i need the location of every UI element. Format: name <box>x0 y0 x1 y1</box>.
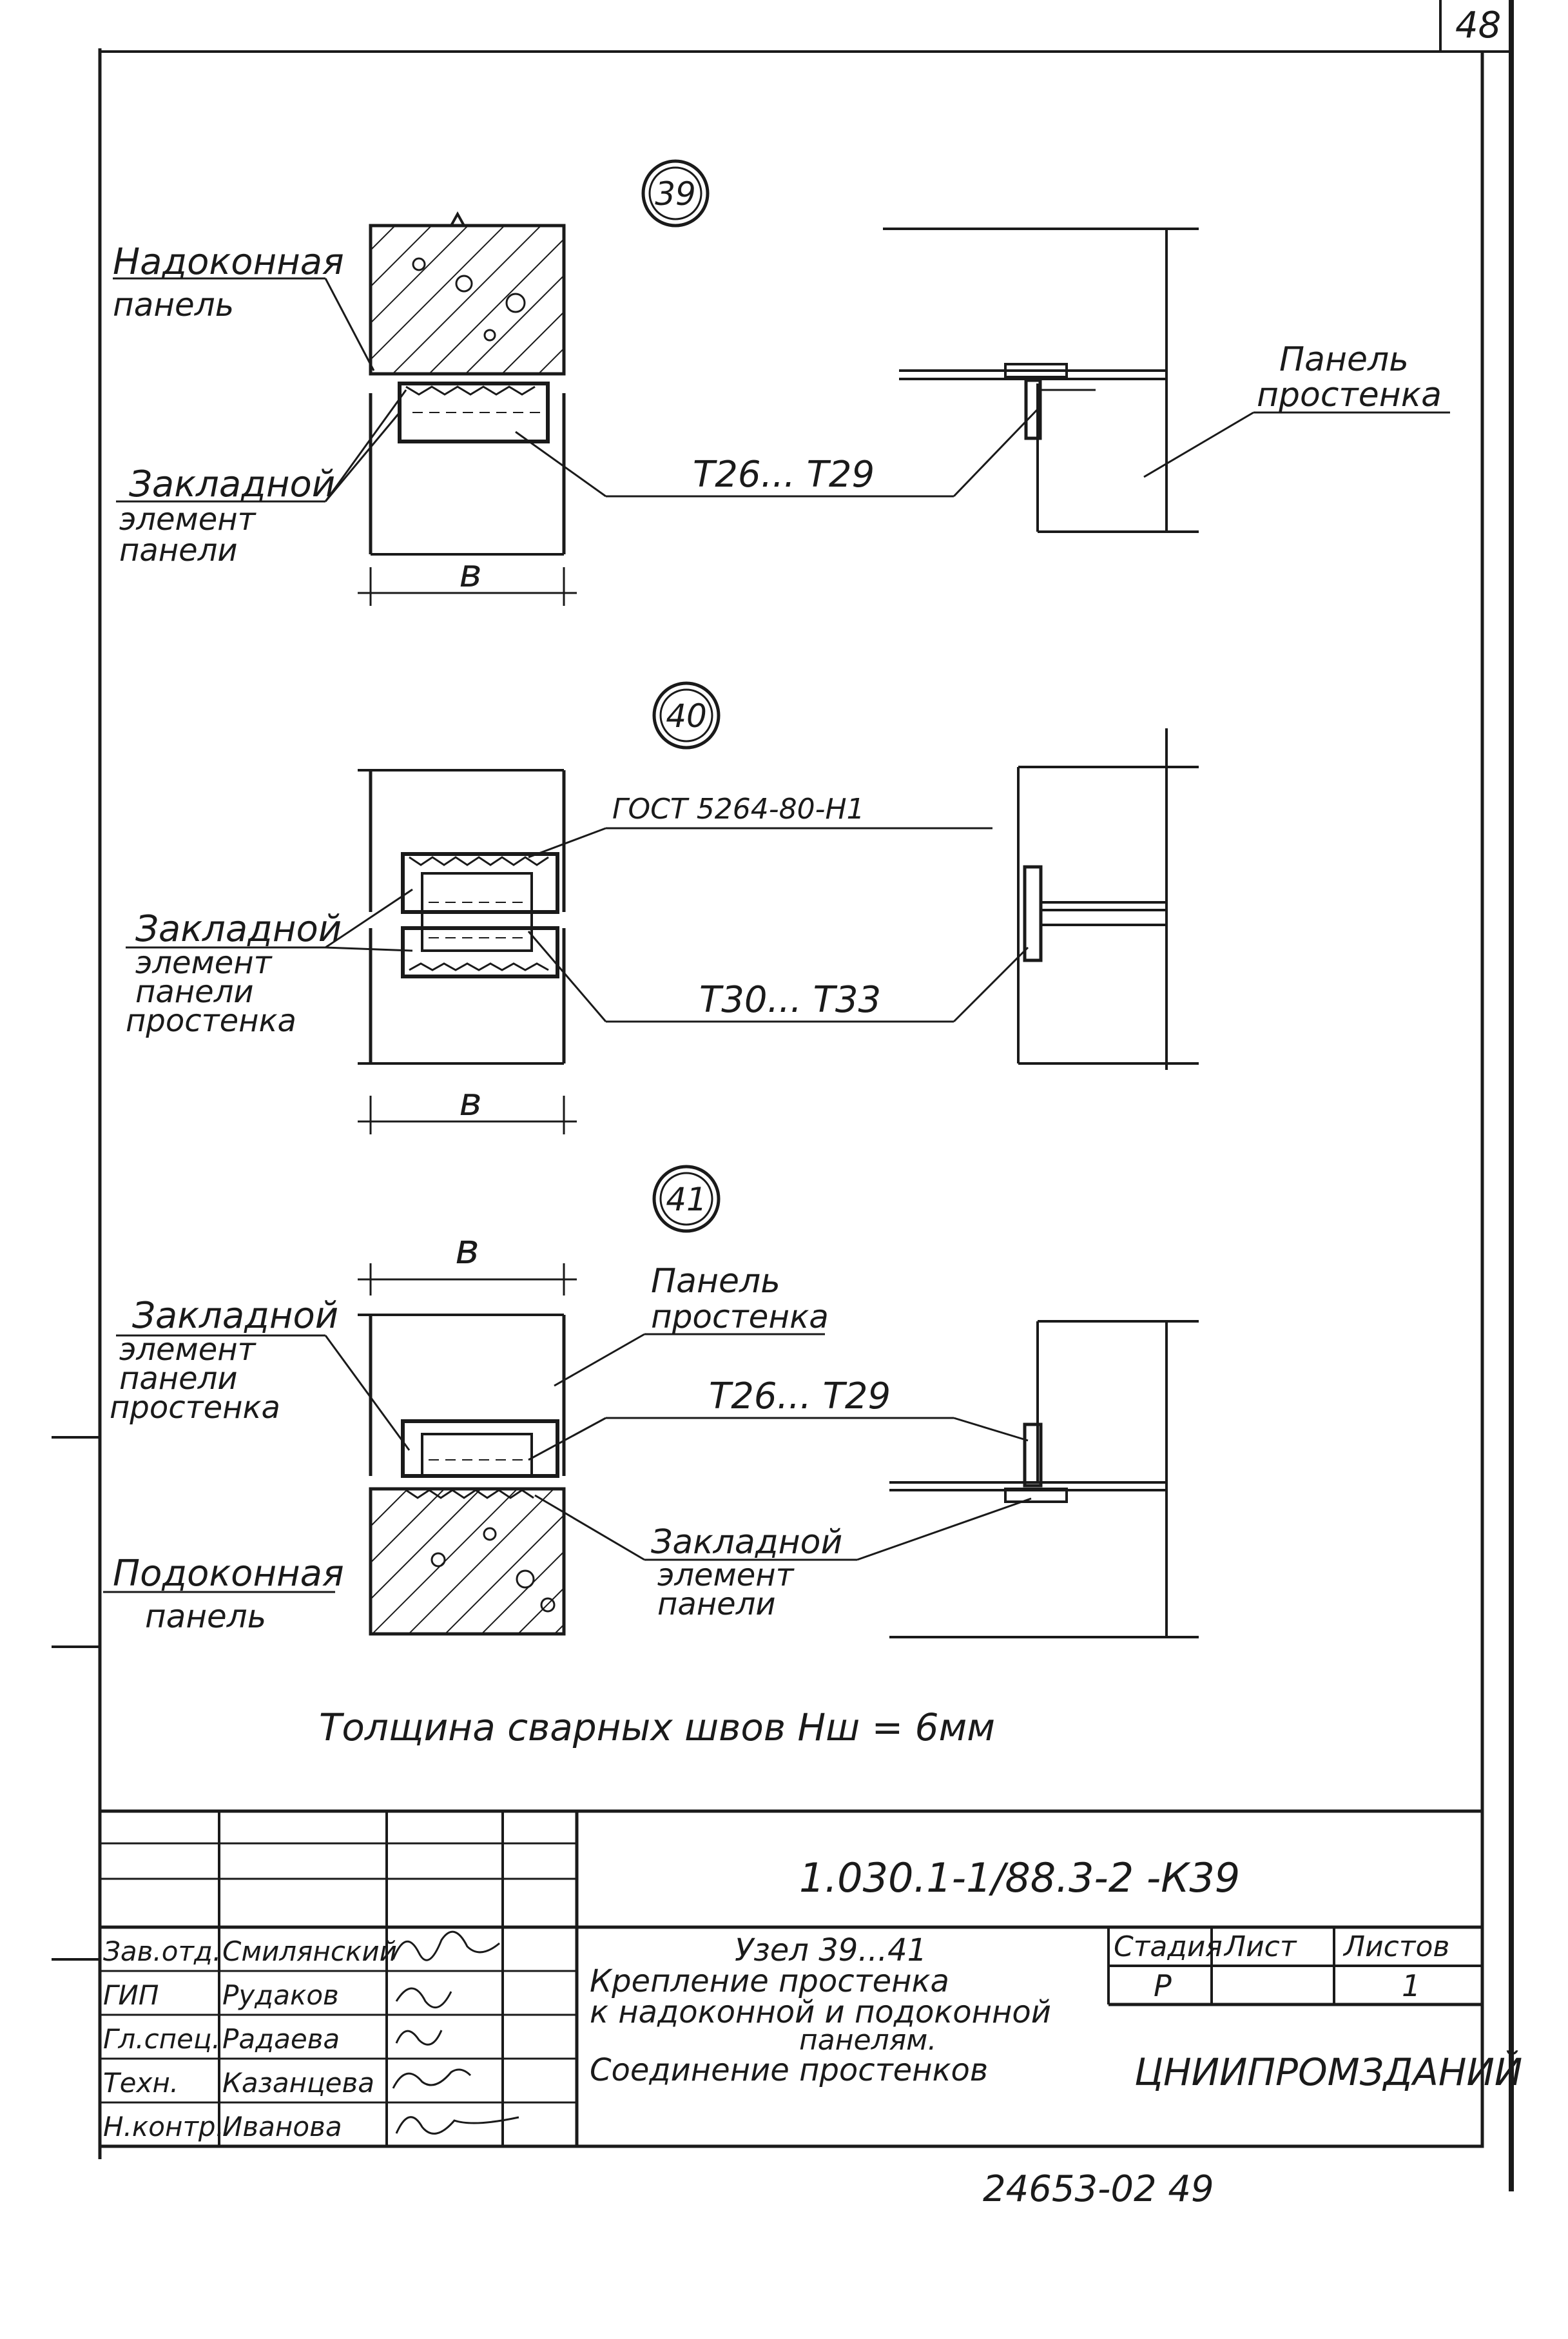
detail-41-label-pier-line1: Панель <box>651 1262 780 1301</box>
page-number: 48 <box>1455 5 1501 46</box>
detail-40-label-embedded-line2: элемент <box>135 945 273 981</box>
detail-40-embedded-lower <box>401 926 559 978</box>
detail-40-label-embedded-line1: Закладной <box>135 908 342 950</box>
role-technician: Техн. <box>103 2067 179 2099</box>
detail-39-label-upper-line2: панель <box>113 286 234 324</box>
organization: ЦНИИПРОМЗДАНИЙ <box>1134 2050 1522 2094</box>
sheets-header: Листов <box>1342 1930 1449 1963</box>
detail-40-marks: Т30... Т33 <box>699 979 881 1021</box>
name-4: Казанцева <box>222 2067 374 2099</box>
detail-41-label-lower-line2: панель <box>145 1598 266 1635</box>
detail-41-label-embedded-line2: элемент <box>657 1557 795 1593</box>
detail-39-marks: Т26... Т29 <box>693 454 875 496</box>
detail-41-label-lower-line1: Подоконная <box>113 1553 344 1595</box>
title-line-2: Крепление простенка <box>590 1963 949 1999</box>
weld-thickness-note: Толщина сварных швов Нш = 6мм <box>319 1705 995 1749</box>
detail-39-label-embedded-line3: панели <box>119 532 238 568</box>
detail-40-embedded-upper <box>401 852 559 914</box>
detail-41-dimension: в <box>455 1226 479 1274</box>
detail-41-label-embedded-pier-line2: элемент <box>119 1332 257 1368</box>
title-line-4: панелям. <box>799 2024 936 2057</box>
stage-header: Стадия <box>1114 1930 1223 1963</box>
detail-41-label-embedded-pier-line4: простенка <box>110 1390 280 1426</box>
name-3: Радаева <box>222 2023 340 2055</box>
title-line-5: Соединение простенков <box>590 2052 988 2088</box>
detail-39: 39 в Надоконная панель Закладной элемент… <box>113 159 1450 606</box>
title-block-names: Смилянский Рудаков Радаева Казанцева Ива… <box>222 1936 397 2142</box>
title-block <box>98 1809 1484 2148</box>
title-line-1: Узел 39...41 <box>735 1932 927 1968</box>
detail-39-label-upper-line1: Надоконная <box>113 241 344 283</box>
detail-40: 40 в ГОСТ 5264-80-Н1 Закладной элемент п… <box>126 681 1199 1134</box>
role-chief-specialist: Гл.спец. <box>103 2023 220 2055</box>
detail-40-label-embedded-line3: панели <box>135 974 254 1010</box>
detail-41-number: 41 <box>666 1181 707 1218</box>
title-block-roles: Зав.отд. ГИП Гл.спец. Техн. Н.контр. <box>103 1936 224 2142</box>
stage-value: Р <box>1154 1968 1172 2003</box>
detail-39-label-embedded-line2: элемент <box>119 501 257 538</box>
name-2: Рудаков <box>222 1979 339 2011</box>
signatures <box>392 1930 519 2135</box>
name-5: Иванова <box>222 2111 342 2142</box>
detail-41-label-embedded-line1: Закладной <box>651 1523 842 1562</box>
role-chief-engineer: ГИП <box>103 1979 159 2011</box>
detail-41-label-embedded-line3: панели <box>657 1586 776 1622</box>
detail-40-callout-circle <box>652 681 721 750</box>
detail-41-embedded-pier <box>401 1419 559 1478</box>
sheets-value: 1 <box>1402 1968 1420 2003</box>
bottom-stamp: 24653-02 49 <box>983 2168 1214 2210</box>
detail-39-upper-panel <box>369 224 566 376</box>
detail-39-callout-circle <box>641 159 710 228</box>
detail-40-weld-note: ГОСТ 5264-80-Н1 <box>612 793 865 826</box>
detail-40-dimension: в <box>459 1080 481 1125</box>
title-line-3: к надоконной и подоконной <box>590 1994 1051 2030</box>
detail-40-number: 40 <box>666 697 707 735</box>
detail-39-label-pier-line2: простенка <box>1257 376 1442 414</box>
detail-40-label-embedded-line4: простенка <box>126 1003 296 1039</box>
sheet-frame <box>52 0 1514 2191</box>
detail-39-number: 39 <box>655 175 696 213</box>
detail-41-marks: Т26... Т29 <box>709 1375 891 1417</box>
detail-39-label-embedded-line1: Закладной <box>129 463 335 505</box>
name-1: Смилянский <box>222 1936 397 1967</box>
detail-41-callout-circle <box>652 1165 721 1233</box>
detail-41-label-embedded-pier-line1: Закладной <box>132 1295 338 1337</box>
detail-41: 41 в Панель простенка Закладной элемент … <box>103 1165 1199 1638</box>
detail-41-lower-panel <box>369 1487 566 1636</box>
sheet-header: Лист <box>1223 1930 1297 1963</box>
role-head-dept: Зав.отд. <box>103 1936 221 1967</box>
detail-41-label-pier-line2: простенка <box>651 1298 829 1335</box>
document-code: 1.030.1-1/88.3-2 -К39 <box>799 1854 1240 1901</box>
detail-39-dimension: в <box>459 551 481 596</box>
role-norm-control: Н.контр. <box>103 2111 224 2142</box>
detail-39-label-pier-line1: Панель <box>1279 340 1409 379</box>
detail-41-label-embedded-pier-line3: панели <box>119 1361 238 1397</box>
